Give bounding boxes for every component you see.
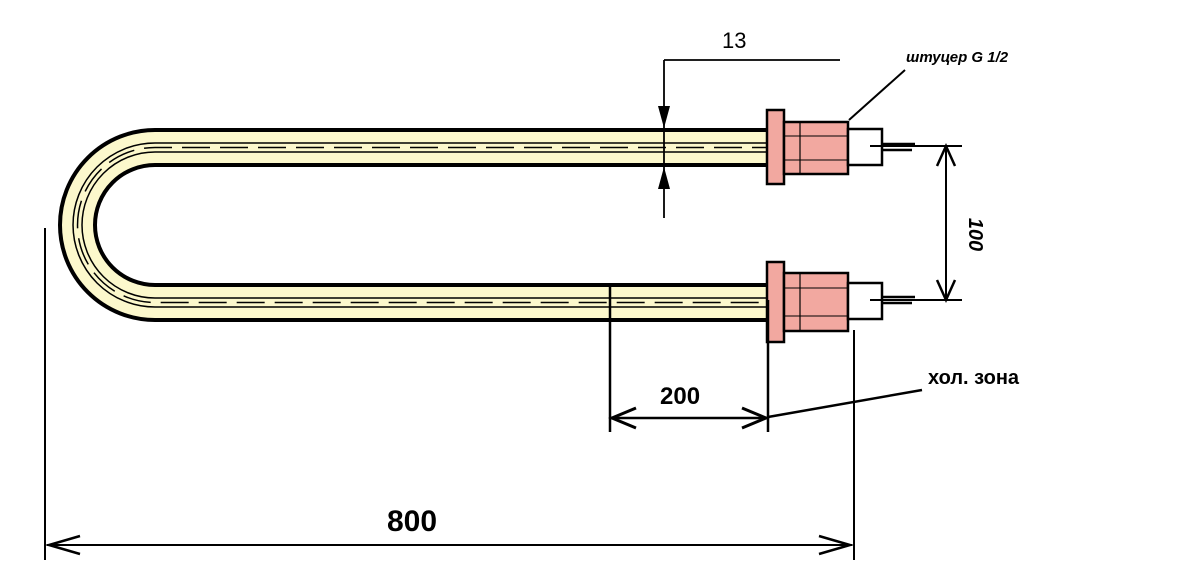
dimension-800 — [44, 228, 855, 560]
cold-zone-label: хол. зона — [928, 367, 1020, 389]
dimension-label-200: 200 — [660, 383, 701, 410]
u-tube-inner-line-2 — [81, 151, 780, 299]
u-tube-centerline — [76, 146, 780, 304]
dimension-label-100: 100 — [964, 217, 987, 252]
dimension-100 — [870, 142, 962, 304]
dimension-13 — [658, 59, 840, 218]
fitting-leader — [848, 69, 906, 121]
u-tube-inner-line — [72, 142, 780, 308]
fitting-label: штуцер G 1/2 — [906, 49, 1009, 66]
dimension-label-800: 800 — [387, 505, 438, 538]
u-tube-fill — [58, 128, 782, 322]
bottom-fitting — [765, 260, 915, 344]
cold-zone-leader — [767, 388, 923, 419]
dimension-200 — [608, 285, 770, 432]
dimension-label-13: 13 — [722, 28, 747, 53]
